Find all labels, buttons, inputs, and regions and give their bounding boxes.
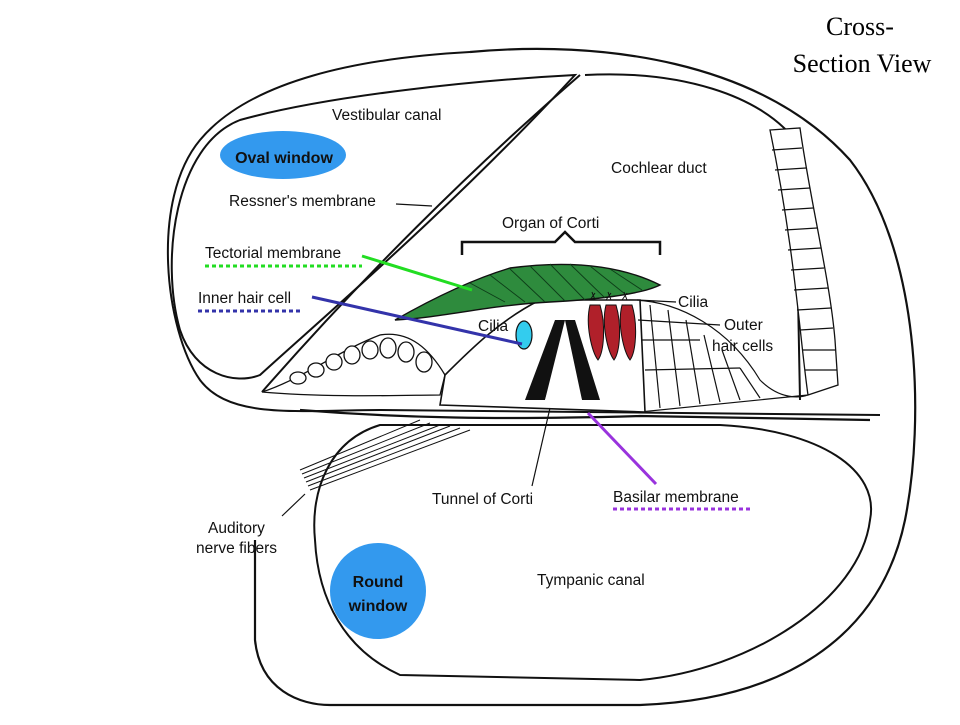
auditory-nerve-label-line1: Auditory (208, 520, 265, 537)
outer-hair-cells-label-line2: hair cells (712, 338, 773, 355)
auditory-nerve-pointer (281, 493, 306, 517)
reissners-membrane (261, 74, 581, 393)
basilar-membrane-pointer (586, 411, 658, 486)
auditory-nerve-label-line2: nerve fibers (196, 540, 277, 557)
tympanic-canal-chamber (313, 424, 873, 682)
oval-window-label: Oval window (235, 150, 333, 167)
vestibular-wall (166, 51, 881, 416)
oval-window (220, 131, 346, 179)
tectorial-pointer (361, 254, 473, 292)
outer-hair-cells (587, 291, 637, 361)
round-window-label-line1: Round (353, 574, 404, 591)
organ-of-corti-label: Organ of Corti (502, 215, 599, 232)
organ-of-corti-bracket (460, 230, 662, 255)
epithelial-cells-left (261, 333, 446, 397)
tectorial-membrane (394, 263, 662, 321)
cochlear-duct-label: Cochlear duct (611, 160, 707, 177)
vestibular-canal-label: Vestibular canal (332, 107, 441, 124)
title-line-1: Cross- (826, 12, 894, 41)
cilia-outer-label: Cilia (678, 294, 709, 311)
title-line-2: Section View (793, 49, 932, 78)
cilia-inner-label: Cilia (478, 318, 509, 335)
tunnel-of-corti-pointer (531, 407, 551, 487)
tunnel-of-corti (525, 320, 600, 400)
supporting-cells-right (629, 299, 809, 413)
round-window-label-line2: window (348, 598, 408, 615)
outer-hair-cells-pointer (637, 319, 721, 326)
inner-hair-cell-pointer (311, 295, 523, 346)
outer-hair-cells-label-line1: Outer (724, 317, 763, 334)
ressners-pointer (395, 203, 433, 207)
basilar-membrane-label: Basilar membrane (613, 489, 739, 506)
stria-vascularis (769, 127, 839, 396)
tympanic-canal-label: Tympanic canal (537, 572, 645, 589)
ressners-membrane-label: Ressner's membrane (229, 193, 376, 210)
inner-hair-cell (515, 320, 533, 350)
cochlea-outer-wall (253, 47, 917, 707)
inner-hair-cell-label: Inner hair cell (198, 290, 291, 307)
cilia-outer-pointer (636, 299, 677, 303)
basilar-membrane (299, 408, 871, 422)
tectorial-striations (469, 263, 643, 303)
vestibular-canal-chamber (170, 73, 578, 380)
tunnel-of-corti-label: Tunnel of Corti (432, 491, 533, 508)
round-window (330, 543, 426, 639)
tectorial-membrane-label: Tectorial membrane (205, 245, 341, 262)
auditory-nerve-fibers (299, 419, 471, 491)
